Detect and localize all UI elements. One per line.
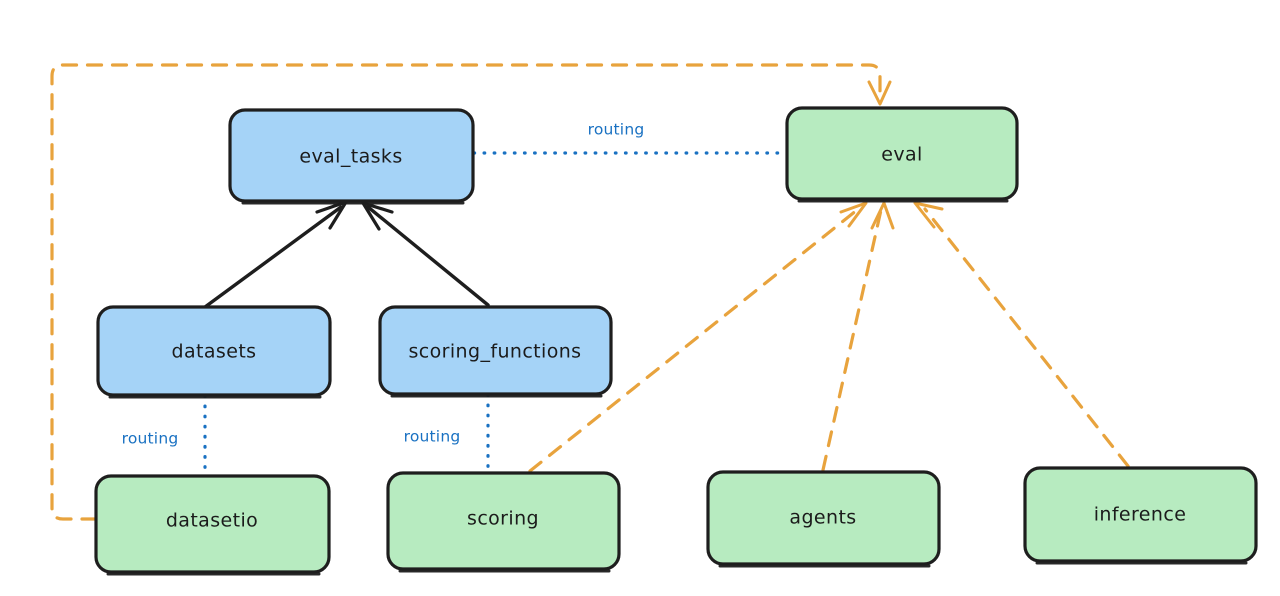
- edge-datasets-eval-tasks: [203, 200, 348, 309]
- edge-scoring-eval: [528, 201, 868, 473]
- node-inference-label: inference: [1094, 504, 1187, 526]
- edge-path-datasets-eval-tasks: [203, 205, 343, 309]
- edge-agents-eval: [821, 201, 895, 472]
- node-inference-shape[interactable]: [1023, 466, 1258, 563]
- node-inference[interactable]: inference: [1023, 466, 1258, 565]
- edge-path-scoring-functions-eval-tasks: [366, 205, 490, 307]
- node-agents-label: agents: [789, 507, 856, 529]
- node-datasetio-shape[interactable]: [94, 474, 331, 574]
- node-datasets[interactable]: datasets: [96, 305, 332, 399]
- node-scoring[interactable]: scoring: [386, 471, 621, 573]
- edge-layer: [50, 63, 1130, 521]
- node-datasetio-label: datasetio: [166, 510, 258, 532]
- edge-label-routing-scoring-functions-scoring: routing: [404, 428, 461, 446]
- node-eval-tasks[interactable]: eval_tasks: [228, 108, 475, 205]
- node-layer: eval_tasks eval datasets scoring_functio…: [94, 106, 1258, 576]
- edge-scoring-functions-eval-tasks: [361, 201, 490, 307]
- arrowhead-inference-eval: [913, 201, 944, 229]
- edge-label-layer: routing routing routing: [122, 121, 645, 448]
- node-datasets-label: datasets: [172, 341, 257, 363]
- node-scoring-functions[interactable]: scoring_functions: [378, 305, 613, 398]
- edge-datasetio-eval: [50, 63, 892, 521]
- node-scoring-label: scoring: [467, 508, 539, 530]
- node-datasets-shape[interactable]: [96, 305, 332, 397]
- arrowhead-agents-eval: [870, 201, 895, 230]
- node-agents[interactable]: agents: [706, 470, 941, 568]
- edge-path-inference-eval: [923, 207, 1130, 468]
- arrowhead-scoring-eval: [839, 201, 868, 228]
- node-eval-shape[interactable]: [785, 106, 1019, 201]
- node-eval-tasks-label: eval_tasks: [299, 146, 402, 168]
- edge-label-routing-datasets-datasetio: routing: [122, 430, 179, 448]
- edge-inference-eval: [913, 201, 1130, 468]
- node-agents-shape[interactable]: [706, 470, 941, 566]
- node-eval[interactable]: eval: [785, 106, 1019, 203]
- node-eval-tasks-shape[interactable]: [228, 108, 475, 203]
- edge-label-routing-eval-tasks-eval: routing: [588, 121, 645, 139]
- node-scoring-shape[interactable]: [386, 471, 621, 571]
- edge-path-scoring-eval: [528, 208, 859, 473]
- node-datasetio[interactable]: datasetio: [94, 474, 331, 576]
- edge-path-agents-eval: [821, 208, 883, 472]
- arrowhead-datasetio-eval: [867, 80, 892, 106]
- node-eval-label: eval: [881, 144, 922, 166]
- node-scoring-functions-shape[interactable]: [378, 305, 613, 396]
- node-scoring-functions-label: scoring_functions: [409, 341, 582, 363]
